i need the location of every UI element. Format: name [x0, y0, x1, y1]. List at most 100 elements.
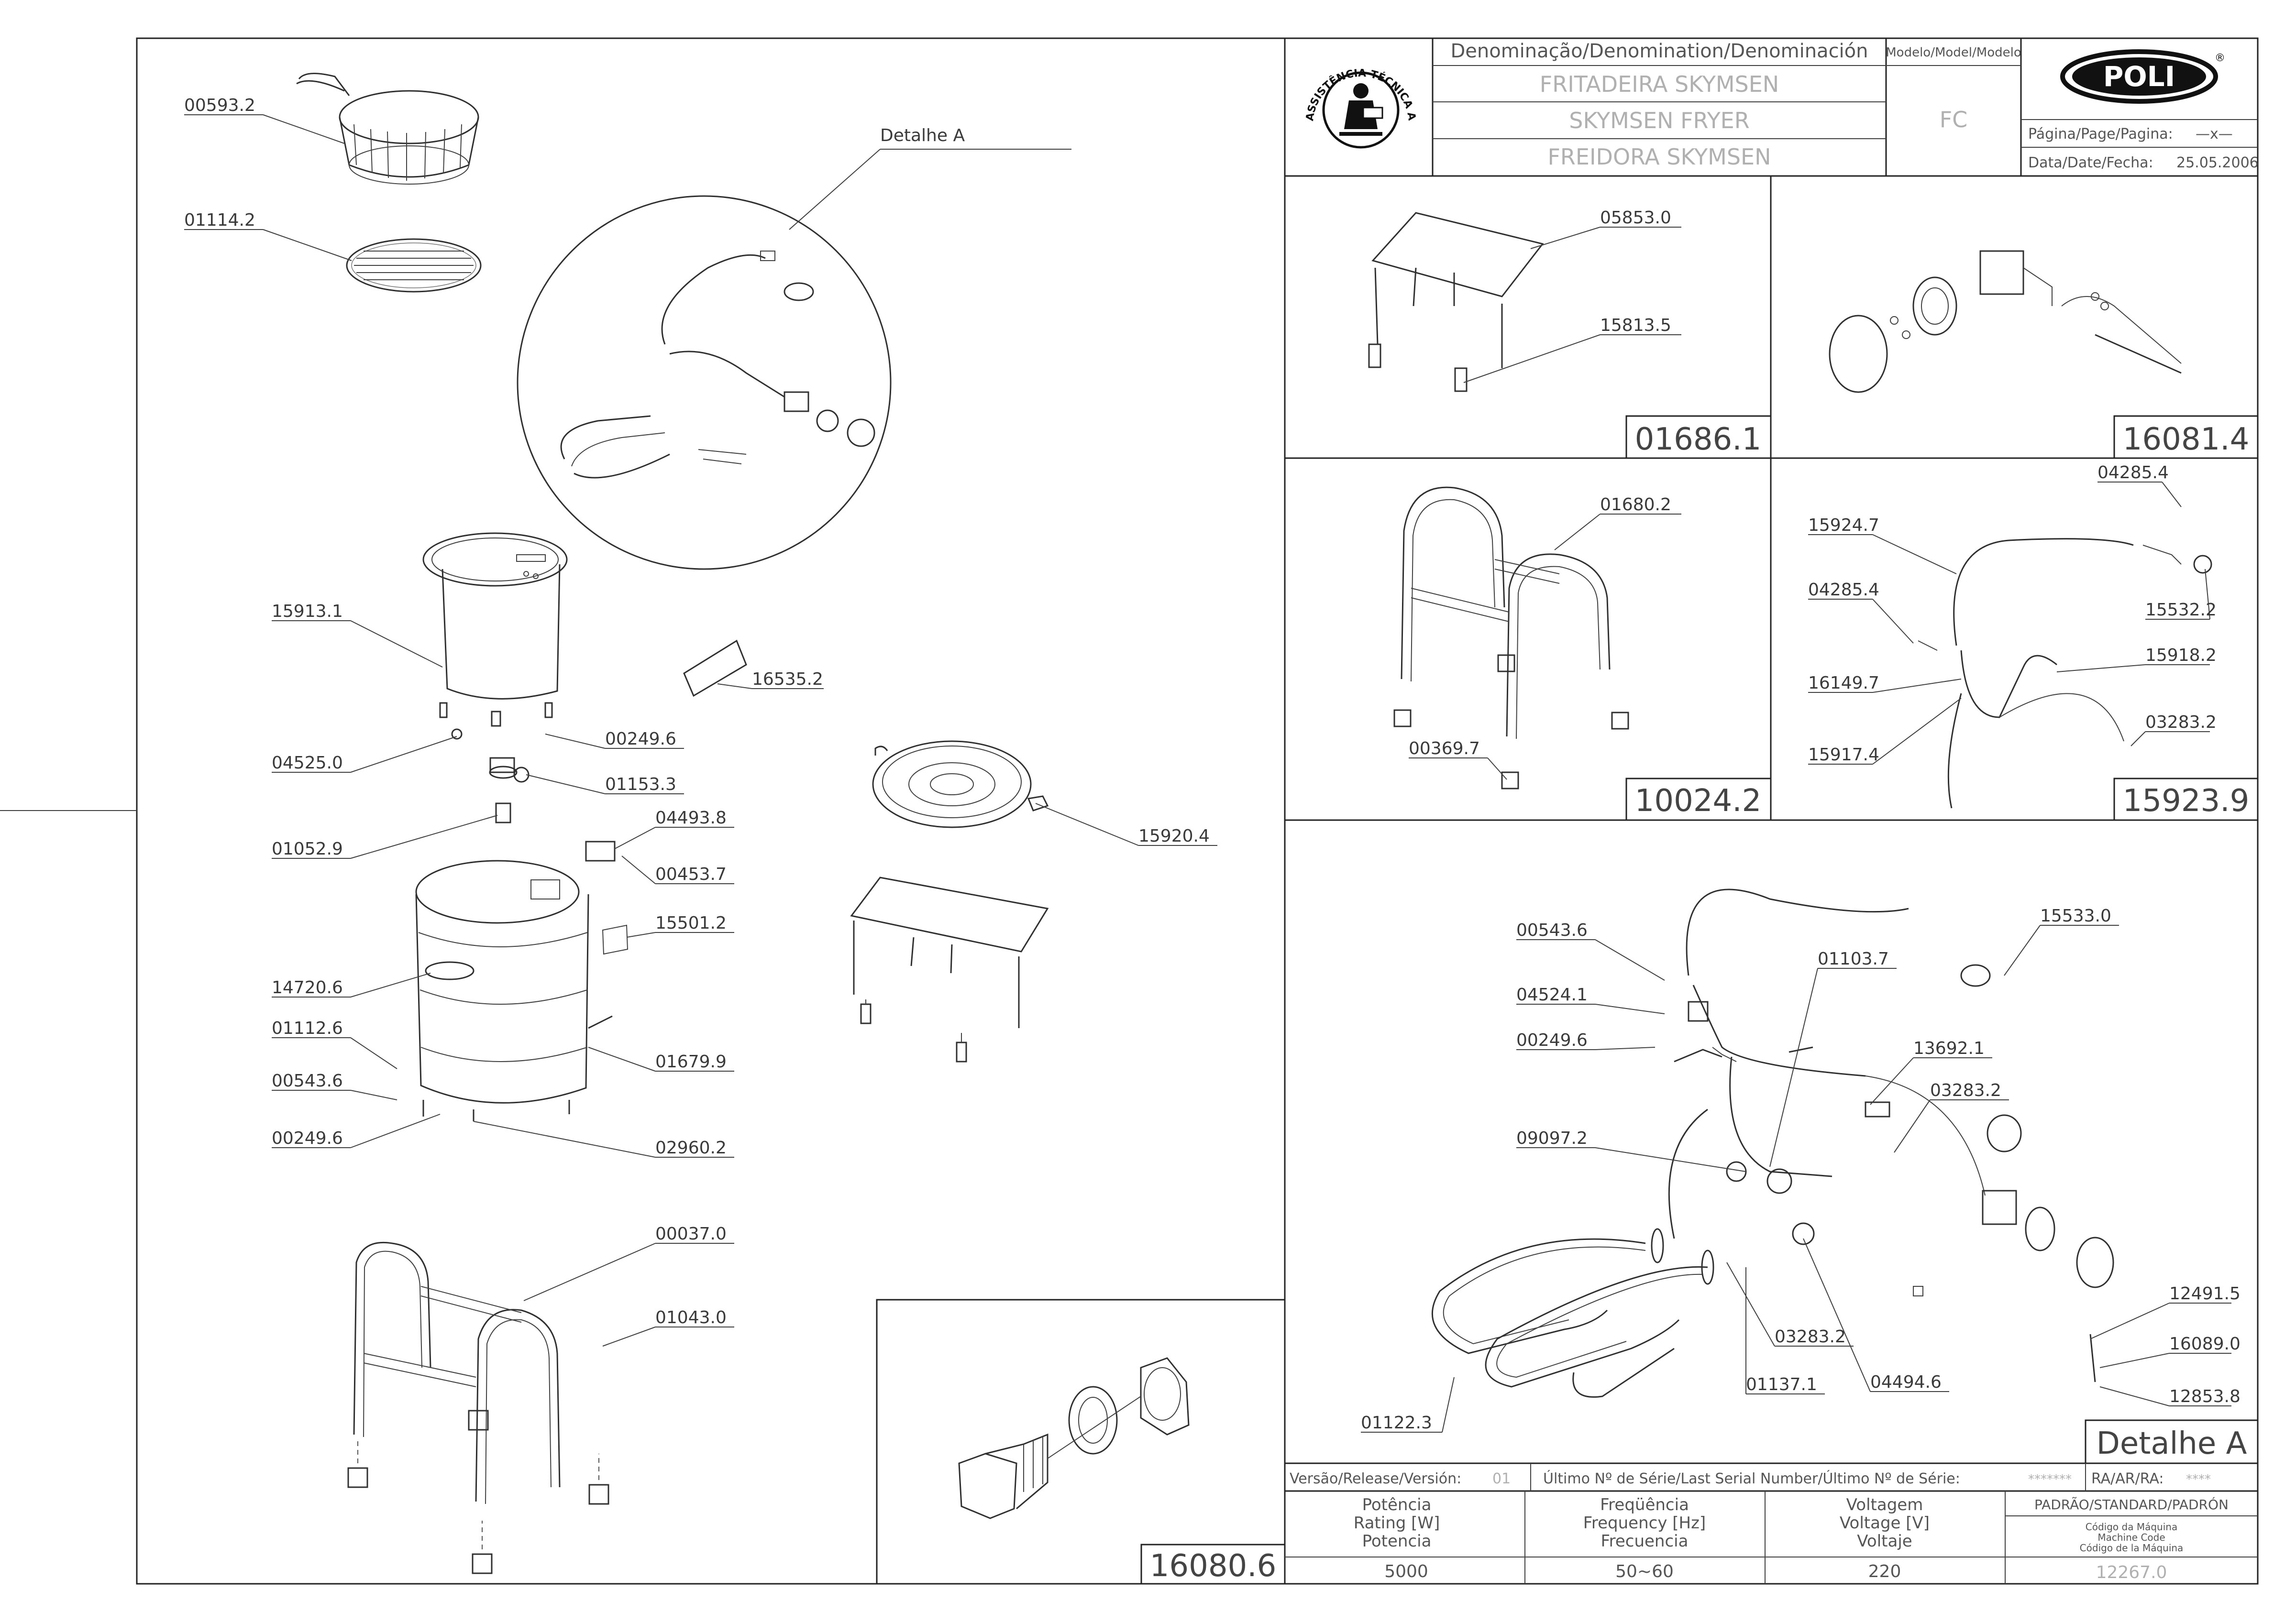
part-label-lid: 15920.4	[1138, 826, 1210, 846]
leader-line	[350, 1090, 397, 1100]
part-label-d-screw-2: 00249.6	[1516, 1031, 1588, 1050]
leader-line	[621, 855, 656, 884]
fry-basket	[296, 73, 479, 185]
part-label-screw-b: 01112.6	[272, 1019, 343, 1038]
power-en: Rating [W]	[1354, 1513, 1440, 1533]
leader-line	[2056, 664, 2146, 672]
leader-line	[1769, 968, 1818, 1167]
box-wiring	[2113, 778, 2258, 820]
top-stand	[1368, 212, 1544, 392]
leader-line	[473, 1121, 656, 1158]
leader-line	[626, 932, 656, 938]
part-label-d-clip: 16089.0	[2169, 1334, 2241, 1354]
release-label: Versão/Release/Versión:	[1290, 1470, 1461, 1487]
drain-valve	[958, 1357, 1190, 1519]
part-label-ring: 01153.3	[605, 775, 676, 794]
wiring-harness	[1918, 538, 2212, 809]
code-wiring: 15923.9	[2123, 783, 2250, 819]
leader-line	[1872, 599, 1914, 644]
part-label-wire-2: 15918.2	[2145, 646, 2217, 665]
heater-element	[1431, 1228, 1714, 1398]
leader-line	[545, 734, 606, 749]
leader-line	[2205, 569, 2210, 620]
leader-line	[1726, 1262, 1775, 1347]
volt-value: 220	[1868, 1562, 1901, 1581]
part-label-foot: 02960.2	[655, 1138, 727, 1158]
part-label-d-washer: 12853.8	[2169, 1387, 2241, 1406]
leader-line	[2004, 925, 2041, 976]
part-label-rivet: 00453.7	[655, 865, 727, 884]
code-value: 12267.0	[2096, 1563, 2167, 1582]
leader-line	[263, 229, 352, 261]
code-drain: 16080.6	[1150, 1548, 1277, 1584]
leader-line	[263, 114, 345, 144]
serial-value: *******	[2028, 1472, 2072, 1487]
leader-line	[1595, 939, 1665, 981]
code-es: Código de la Máquina	[2080, 1542, 2184, 1554]
standard-label: PADRÃO/STANDARD/PADRÓN	[2034, 1496, 2229, 1513]
freq-en: Frequency [Hz]	[1583, 1513, 1706, 1533]
part-label-tip: 15813.5	[1600, 316, 1671, 335]
leader-line	[350, 1037, 397, 1069]
stand-legs	[1393, 486, 1629, 790]
fryer-legs	[347, 1241, 609, 1574]
part-label-d-gasket: 09097.2	[1516, 1129, 1588, 1148]
part-label-plate: 16535.2	[752, 669, 823, 689]
leader-lines	[184, 114, 2231, 1433]
leader-line	[350, 1114, 441, 1148]
code-top-stand: 01686.1	[1635, 422, 1762, 457]
code-pt: Código da Máquina	[2086, 1521, 2177, 1533]
box-thermostat	[2113, 415, 2258, 458]
leader-line	[2099, 1386, 2170, 1406]
freq-value: 50~60	[1615, 1562, 1674, 1581]
part-label-lamp: 15532.2	[2145, 600, 2217, 620]
fryer-grid	[850, 877, 1049, 1063]
part-label-term-2: 04285.4	[1808, 580, 1879, 600]
leader-line	[350, 620, 443, 668]
warning-plate	[683, 639, 747, 697]
freq-es: Frecuencia	[1601, 1532, 1689, 1551]
fryer-lid	[872, 740, 1049, 828]
drain-panel-frame	[876, 1299, 1285, 1584]
release-value: 01	[1492, 1470, 1511, 1487]
leader-line	[1870, 1057, 1914, 1105]
box-detail	[2085, 1419, 2258, 1463]
model-value: FC	[1940, 107, 1968, 132]
part-label-d-screw-3: 12491.5	[2169, 1284, 2241, 1304]
code-en: Machine Code	[2097, 1532, 2165, 1543]
box-legs	[1625, 778, 1771, 820]
fry-screen	[346, 238, 482, 293]
date-value: 25.05.2006	[2176, 154, 2259, 171]
power-pt: Potência	[1362, 1495, 1432, 1514]
detail-a-wiring	[1668, 888, 2114, 1382]
leader-line	[350, 973, 431, 998]
drawing-border	[136, 37, 2259, 1585]
leader-line	[717, 683, 752, 689]
part-labels: 00593.201114.215913.116535.200249.604525…	[184, 96, 2241, 1433]
box-top-stand	[1625, 415, 1771, 458]
detail-label-right: Detalhe A	[2097, 1426, 2247, 1461]
poli-logo: POLI ®	[2060, 49, 2225, 104]
part-label-d-term: 03283.2	[1930, 1081, 2001, 1100]
code-legs: 10024.2	[1635, 783, 1762, 819]
leader-line	[1487, 757, 1507, 780]
part-label-cap: 00369.7	[1409, 739, 1480, 758]
leader-line	[1530, 227, 1601, 249]
part-label-d-term-2: 03283.2	[1775, 1327, 1846, 1347]
detail-a-view	[517, 195, 892, 570]
page-label: Página/Page/Pagina:	[2028, 126, 2173, 143]
volt-pt: Voltagem	[1846, 1495, 1923, 1514]
part-label-term-3: 03283.2	[2145, 713, 2217, 732]
leader-line	[2099, 1353, 2170, 1368]
part-label-d-knob: 15533.0	[2040, 906, 2111, 926]
part-label-screw-c: 00543.6	[272, 1071, 343, 1091]
leader-line	[2130, 731, 2146, 746]
model-label: Modelo/Model/Modelo	[1886, 45, 2021, 60]
part-label-d-bracket: 04524.1	[1516, 985, 1588, 1005]
box-drain	[1140, 1544, 1285, 1584]
leader-line	[350, 736, 457, 773]
brand-mark: ®	[2215, 52, 2225, 64]
name-es: FREIDORA SKYMSEN	[1547, 144, 1771, 170]
part-label-d-screw-1: 00543.6	[1516, 921, 1588, 940]
